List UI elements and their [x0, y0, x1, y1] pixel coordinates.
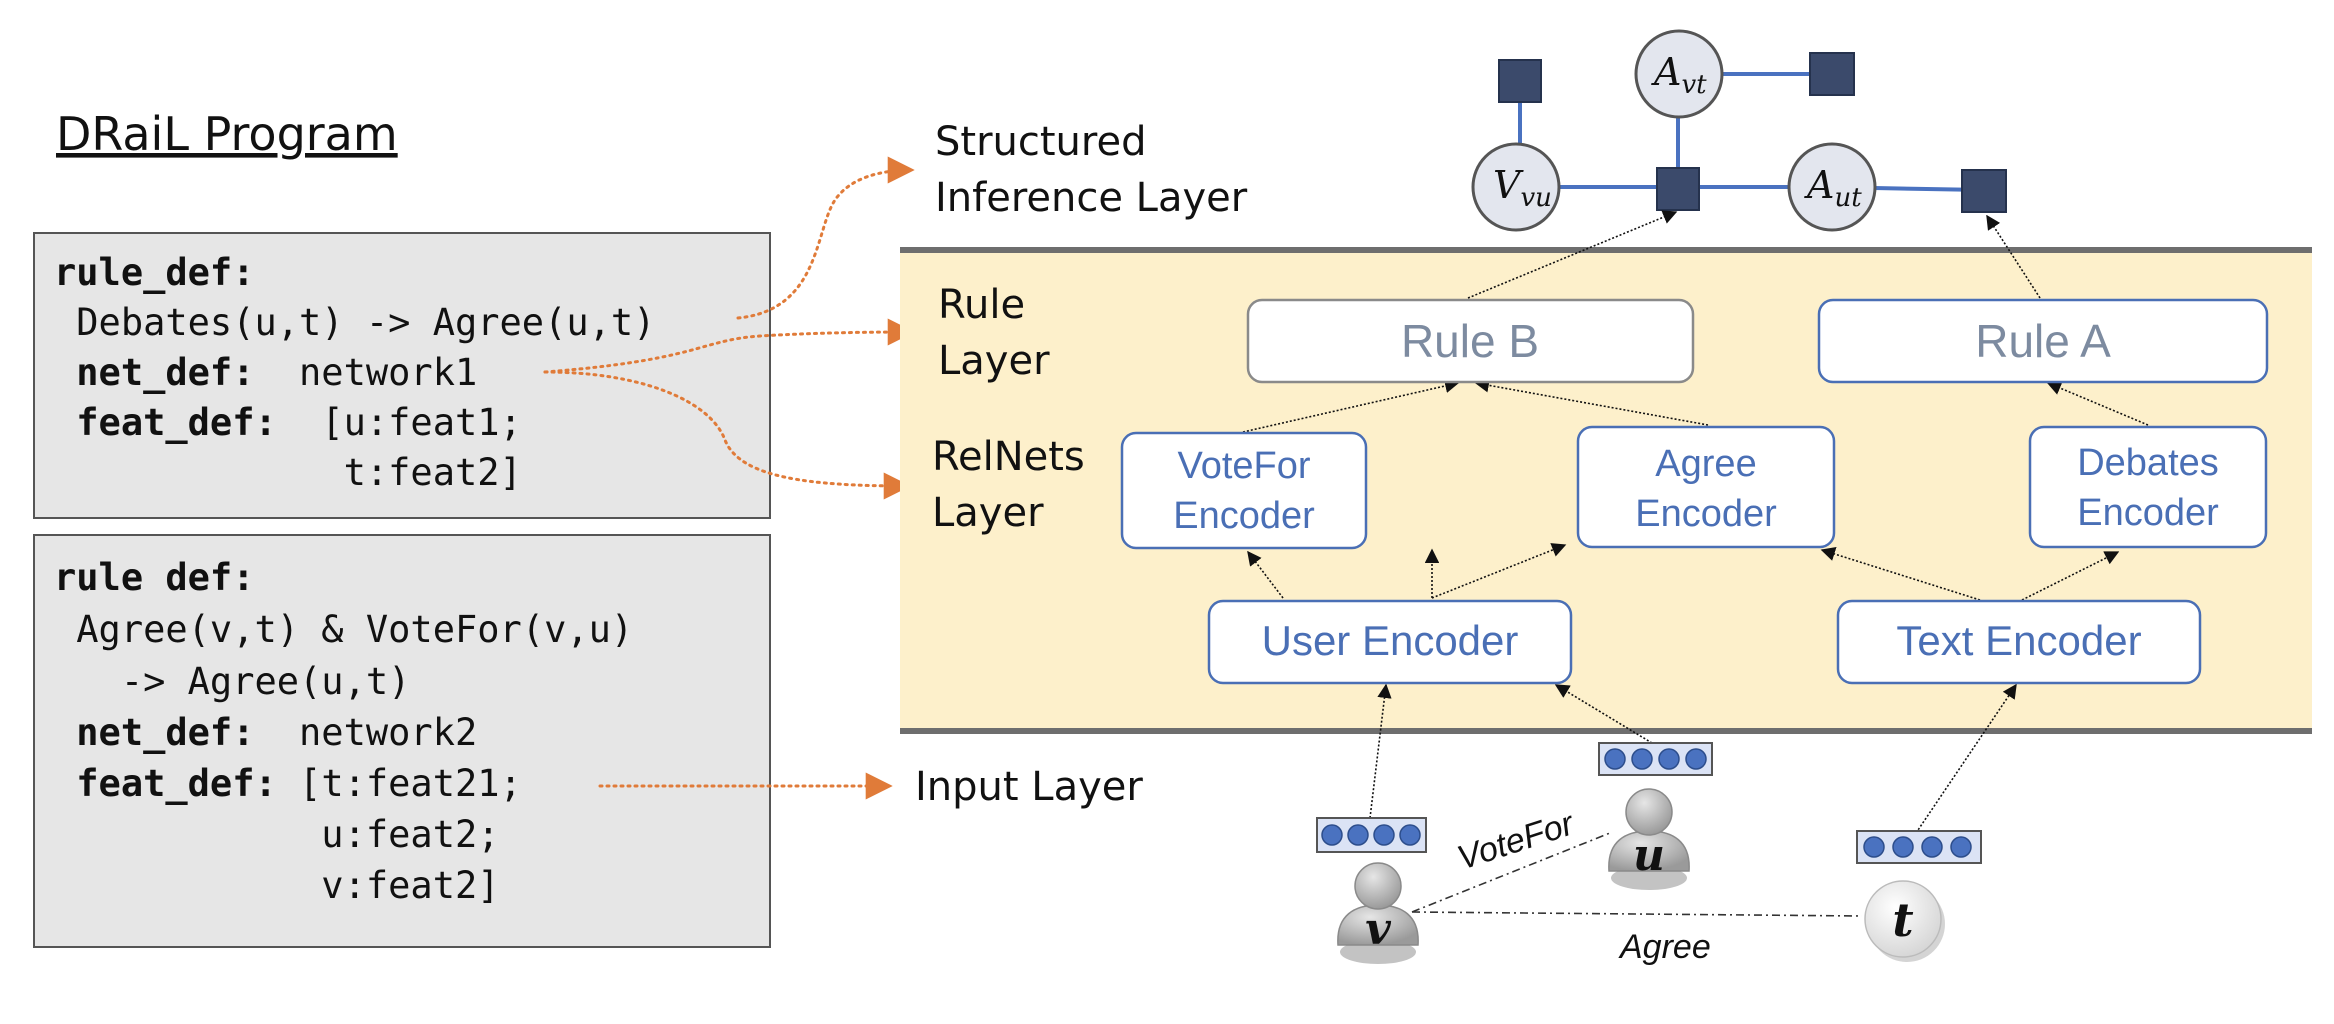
- variable-node-aut: [1787, 142, 1877, 232]
- variable-node-vvu: [1471, 142, 1561, 232]
- person-v-icon: v: [1337, 862, 1419, 964]
- connector-to-rule: [543, 318, 915, 374]
- program-title: DRaiL Program: [56, 107, 398, 161]
- factor-node: [1809, 52, 1855, 96]
- text-encoder-label: Text Encoder: [1896, 617, 2141, 664]
- svg-text:rule def: Agree(v,t) &: rule def: Agree(v,t) & VoteFor(v,u) -> A…: [0, 0, 789, 907]
- feature-vector-v: [1316, 817, 1427, 853]
- svg-text:Aut: Aut: [1804, 163, 1862, 213]
- rule-a-box: [1817, 298, 2269, 384]
- user-encoder-label: User Encoder: [1262, 617, 1519, 664]
- agree-encoder-box: [1576, 425, 1836, 549]
- rule-b-label: Rule B: [1401, 315, 1539, 367]
- feature-vector-t: [1856, 830, 1982, 864]
- rule-b-box: [1246, 298, 1695, 384]
- factor-node: [1656, 167, 1700, 211]
- svg-text:Vvu: Vvu: [1493, 163, 1552, 213]
- text-node-t-icon: t: [1864, 880, 1945, 962]
- input-layer-label: Input Layer: [915, 764, 1143, 810]
- code-box-2: rule def: Agree(v,t) & VoteFor(v,u) -> A…: [0, 0, 789, 948]
- user-encoder-box: [1207, 599, 1573, 685]
- flow-arrows: [1242, 210, 2149, 834]
- svg-text:rule_def: Debates(u,t): rule_def: Debates(u,t) -> Agree(u,t) net…: [0, 0, 811, 494]
- svg-text:t: t: [1892, 893, 1913, 947]
- connector-to-relnets: [543, 370, 911, 500]
- votefor-edge-label: VoteFor: [1453, 804, 1580, 878]
- svg-text:v: v: [1365, 904, 1391, 955]
- agree-edge: [1411, 911, 1863, 917]
- factor-graph-edges: [1518, 72, 1985, 192]
- agree-edge-label: Agree: [1618, 928, 1711, 966]
- votefor-encoder-box: [1120, 431, 1368, 550]
- svg-text:Avt: Avt: [1651, 50, 1707, 100]
- orange-connectors: [543, 156, 915, 800]
- factor-node: [1498, 59, 1542, 103]
- factor-node: [1961, 169, 2007, 213]
- text-encoder-box: [1836, 599, 2202, 685]
- connector-to-structured: [736, 156, 915, 320]
- svg-text:u: u: [1633, 830, 1665, 881]
- code-box-1: rule_def: Debates(u,t) -> Agree(u,t) net…: [0, 0, 811, 519]
- debates-encoder-box: [2028, 425, 2268, 549]
- code-keyword: rule_def:: [54, 251, 254, 294]
- feature-vector-u: [1598, 742, 1713, 776]
- rule-a-label: Rule A: [1975, 315, 2111, 367]
- person-u-icon: u: [1608, 788, 1690, 890]
- variable-node-avt: [1634, 29, 1724, 119]
